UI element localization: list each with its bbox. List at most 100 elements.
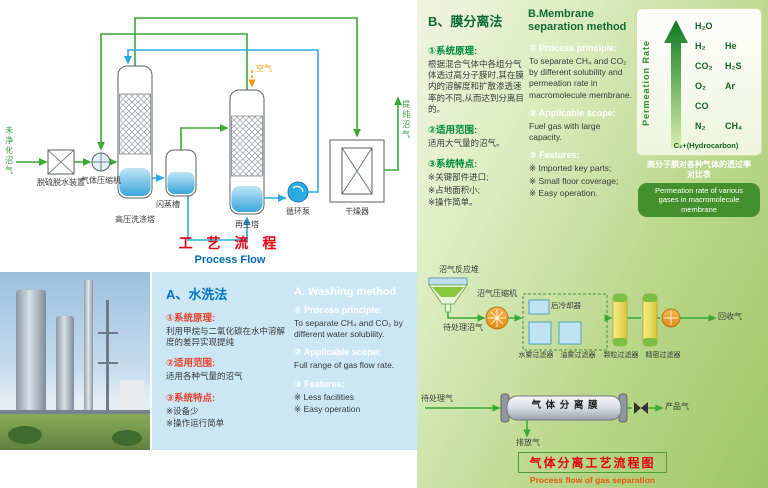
process-flow-a-diagram [16, 17, 402, 241]
membrane-en-scope-body: Fuel gas with large capacity. [529, 120, 601, 143]
membrane-cn-features-head: ③系统特点: [428, 159, 478, 171]
washing-cn-scope-body: 适用各种气量的沼气 [166, 371, 243, 382]
gas-row: H₂O [695, 21, 759, 31]
membrane-en-principle-head: ① Process principle: [529, 43, 618, 53]
label-purified-biogas: 提纯沼气 [401, 100, 411, 140]
washing-title-cn: A、水洗法 [166, 287, 228, 302]
washing-cn-feature-item: ※设备少 [166, 405, 199, 416]
membrane-flow-title-cn: 气体分离工艺流程图 [518, 452, 667, 473]
gas-label: H₂O [695, 21, 713, 31]
label-raw-biogas: 未净化沼气 [4, 126, 14, 176]
label-raw-gas: 待处理沼气 [443, 323, 483, 332]
washing-en-features-head: ③ Features: [294, 378, 345, 389]
label-biogas-reactor: 沼气反应堆 [439, 265, 479, 274]
photo-tower [56, 316, 74, 416]
pretreatment-unit [47, 149, 75, 175]
process-flow-b-diagram [425, 277, 717, 438]
photo-pipe-rack [98, 332, 118, 334]
label-water-filter: 水雾过滤器 [518, 352, 554, 359]
chart-caption-en: Permeation rate of various gases in macr… [638, 183, 760, 218]
gas-row: H₂ He [695, 41, 759, 51]
filter-skid [522, 293, 608, 351]
membrane-cn-feature-item: ※占地面积小; [428, 184, 480, 195]
label-flash-tank: 闪蒸槽 [156, 200, 180, 209]
photo-chimney [84, 280, 93, 416]
membrane-en-principle-body: To separate CH₄ and CO₂ by different sol… [529, 56, 632, 100]
permeation-arrow-icon [664, 20, 688, 147]
membrane-cn-principle-body: 根据混合气体中各组分气体透过高分子膜时,其在膜内的溶解度和扩散渗透速率的不同,从… [428, 59, 524, 114]
label-membrane: 气 体 分 离 膜 [531, 400, 599, 411]
membrane-en-feature-item: ※ Easy operation. [529, 187, 598, 198]
washing-process-flow-section: 未净化沼气 脱硫脱水装置 气体压缩机 高压洗涤塔 闪蒸槽 再生塔 空气 循环泵 … [0, 0, 417, 272]
label-dryer: 干燥器 [345, 207, 369, 216]
valve-icon [634, 402, 648, 414]
membrane-method-panel: B、膜分离法 B.Membrane separation method ①系统原… [417, 0, 768, 488]
washing-title-en: A. Washing method [294, 286, 397, 298]
membrane-module [500, 393, 628, 423]
gas-label: CO₂ [695, 61, 713, 71]
photo-tower [16, 290, 46, 416]
label-exhaust-gas: 排放气 [516, 438, 540, 447]
label-air: 空气 [256, 64, 272, 73]
membrane-flow-title: 气体分离工艺流程图 Process flow of gas separation [437, 452, 748, 485]
label-biogas-compressor: 沼气压缩机 [477, 289, 517, 298]
photo-pipe [0, 410, 150, 415]
chart-caption-cn: 高分子膜对各种气体的透过率对比表 [647, 160, 751, 180]
gas-label: Ar [725, 81, 736, 91]
flash-tank [165, 149, 197, 197]
washing-en-feature-item: ※ Less facilities [294, 391, 355, 402]
water-pipes [124, 49, 319, 241]
gas-compressor-symbol [91, 152, 111, 172]
label-gas-compressor: 气体压缩机 [81, 176, 121, 185]
biogas-reactor [428, 277, 468, 313]
circulation-pump-symbol [287, 181, 309, 203]
label-washing-tower: 高压洗涤塔 [115, 215, 155, 224]
label-feed-gas: 待处理气 [421, 394, 453, 403]
gas-label: N₂ [695, 121, 706, 131]
gas-label: He [725, 41, 737, 51]
booster-symbol [661, 308, 681, 328]
washing-method-panel: A、水洗法 ①系统原理: 利用甲烷与二氧化碳在水中溶解度的差异实现提纯 ②适用范… [152, 272, 417, 450]
gas-label: CH₄ [725, 121, 743, 131]
membrane-flow-title-en: Process flow of gas separation [529, 475, 656, 485]
label-aftercooler: 后冷却器 [551, 301, 581, 310]
washing-en-principle-body: To separate CH₄ and CO₂ by different wat… [294, 318, 403, 340]
regeneration-tower [229, 89, 265, 215]
gas-label: H₂ [695, 41, 706, 51]
process-flow-title: 工 艺 流 程 Process Flow [130, 233, 330, 266]
label-product-gas: 产品气 [665, 402, 689, 411]
membrane-title-cn: B、膜分离法 [428, 14, 503, 29]
membrane-en-features-head: ③ Features: [529, 150, 580, 161]
permeation-rate-axis-label: Permeation Rate [641, 39, 651, 127]
washing-en-column: A. Washing method ① Process principle: T… [294, 286, 408, 415]
photo-tank [120, 380, 144, 410]
photo-bush [112, 430, 142, 446]
photo-bush [8, 426, 42, 444]
membrane-cn-feature-item: ※关键部件进口; [428, 172, 489, 183]
membrane-en-scope-head: ② Applicable scope: [529, 107, 616, 118]
particle-filter-column [612, 293, 628, 347]
washing-en-scope-head: ② Applicable scope: [294, 347, 381, 358]
label-recycle-gas: 回收气 [718, 312, 742, 321]
photo-pipe-rack [98, 362, 118, 364]
membrane-en-feature-item: ※ Small floor coverage; [529, 175, 619, 186]
washing-en-scope-body: Full range of gas flow rate. [294, 360, 395, 371]
membrane-cn-column: ①系统原理: 根据混合气体中各组分气体透过高分子膜时,其在膜内的溶解度和扩散渗透… [428, 36, 525, 208]
plant-photo [0, 272, 150, 450]
label-circulation-pump: 循环泵 [286, 207, 310, 216]
membrane-cn-feature-item: ※操作简单。 [428, 196, 478, 207]
dryer-unit [329, 139, 385, 203]
fine-filter-column [642, 293, 658, 347]
process-flow-title-en: Process Flow [194, 254, 266, 266]
membrane-en-column: ① Process principle: To separate CH₄ and… [529, 36, 632, 199]
membrane-cn-scope-body: 适用大气量的沼气。 [428, 138, 505, 149]
gas-label: H₂S [725, 61, 742, 71]
photo-mast [106, 300, 109, 416]
label-particle-filter: 颗粒过滤器 [603, 352, 639, 359]
biogas-compressor-symbol [485, 306, 509, 330]
gas-pipes [16, 17, 402, 171]
washing-cn-features-head: ③系统特点: [166, 392, 216, 404]
